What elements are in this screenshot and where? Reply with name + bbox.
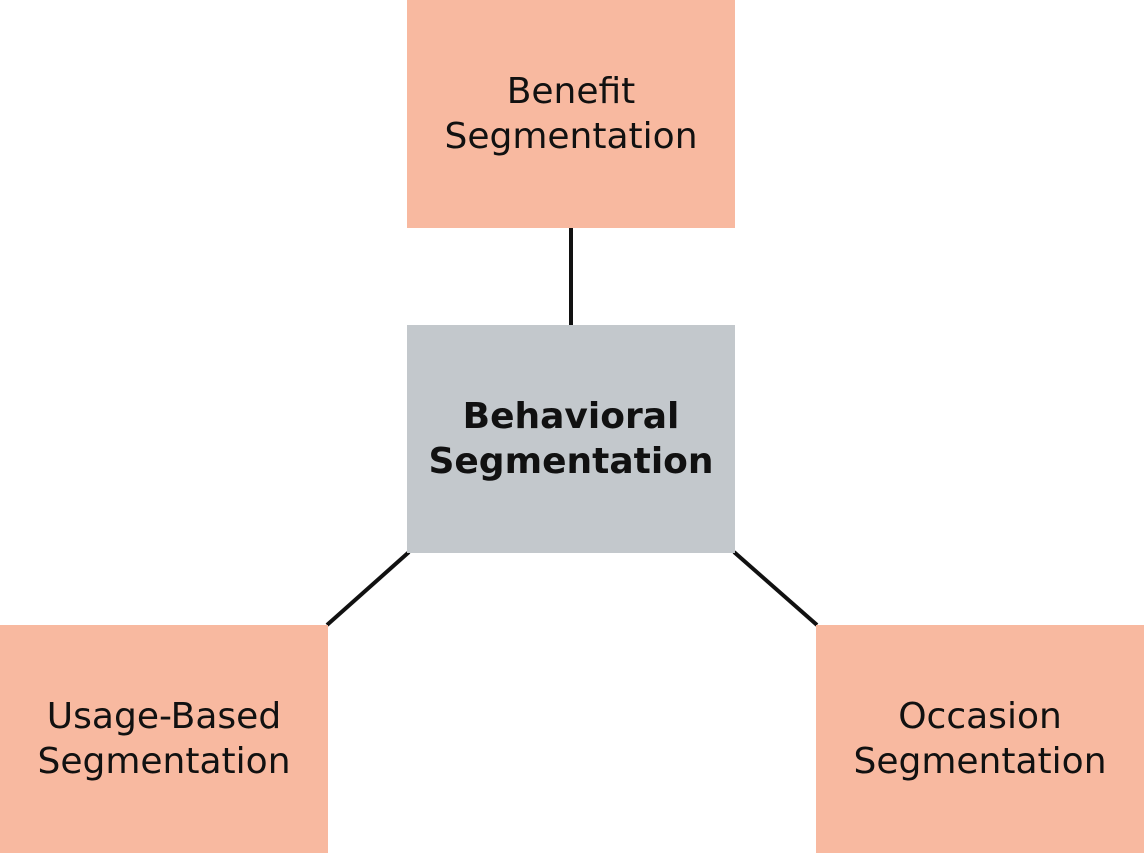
occasion-segmentation-line2: Segmentation — [853, 741, 1107, 782]
connector-center-to-usage — [325, 550, 411, 627]
occasion-segmentation-box: Occasion Segmentation — [816, 625, 1144, 853]
behavioral-segmentation-line2: Segmentation — [428, 441, 714, 482]
behavioral-segmentation-line1: Behavioral — [462, 396, 680, 437]
occasion-segmentation-line1: Occasion — [898, 696, 1062, 737]
behavioral-segmentation-box: Behavioral Segmentation — [407, 325, 735, 553]
usage-based-segmentation-box: Usage-Based Segmentation — [0, 625, 328, 853]
benefit-segmentation-box: Benefit Segmentation — [407, 0, 735, 228]
benefit-segmentation-line1: Benefit — [506, 71, 636, 112]
usage-based-segmentation-line2: Segmentation — [37, 741, 291, 782]
connector-center-to-occasion — [732, 550, 819, 627]
usage-based-segmentation-line1: Usage-Based — [46, 696, 282, 737]
benefit-segmentation-line2: Segmentation — [444, 116, 698, 157]
